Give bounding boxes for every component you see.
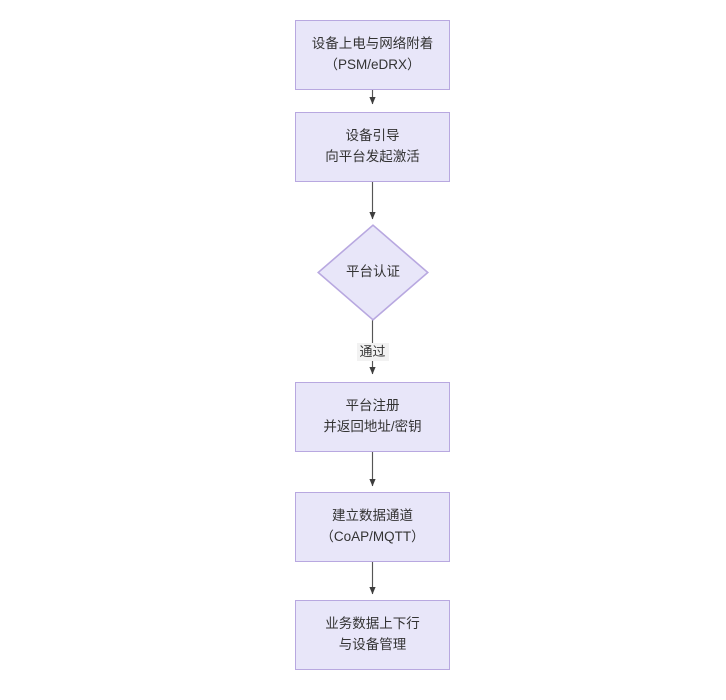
node-device-bootstrap[interactable]: 设备引导 向平台发起激活 bbox=[295, 112, 450, 182]
node-establish-data-channel[interactable]: 建立数据通道 （CoAP/MQTT） bbox=[295, 492, 450, 562]
node-label-line: （PSM/eDRX） bbox=[324, 57, 421, 72]
node-platform-registration[interactable]: 平台注册 并返回地址/密钥 bbox=[295, 382, 450, 452]
node-business-data-and-device-management[interactable]: 业务数据上下行 与设备管理 bbox=[295, 600, 450, 670]
node-label-line: 建立数据通道 bbox=[332, 508, 413, 524]
node-label-line: 设备上电与网络附着 bbox=[311, 36, 434, 52]
node-label-line: 与设备管理 bbox=[338, 637, 407, 652]
node-label-line: 设备引导 bbox=[345, 128, 400, 144]
node-label-line: 平台认证 bbox=[346, 264, 400, 280]
node-device-power-on[interactable]: 设备上电与网络附着 （PSM/eDRX） bbox=[295, 20, 450, 90]
node-label-line: 业务数据上下行 bbox=[325, 616, 420, 632]
node-label-line: 平台注册 bbox=[345, 398, 400, 414]
diamond-shape bbox=[317, 224, 429, 321]
edge-label-pass: 通过 bbox=[356, 343, 389, 362]
node-label-line: 向平台发起激活 bbox=[325, 149, 420, 164]
node-label-line: 并返回地址/密钥 bbox=[323, 419, 422, 434]
node-label-line: （CoAP/MQTT） bbox=[320, 529, 425, 544]
node-platform-authentication[interactable]: 平台认证 bbox=[317, 224, 429, 321]
